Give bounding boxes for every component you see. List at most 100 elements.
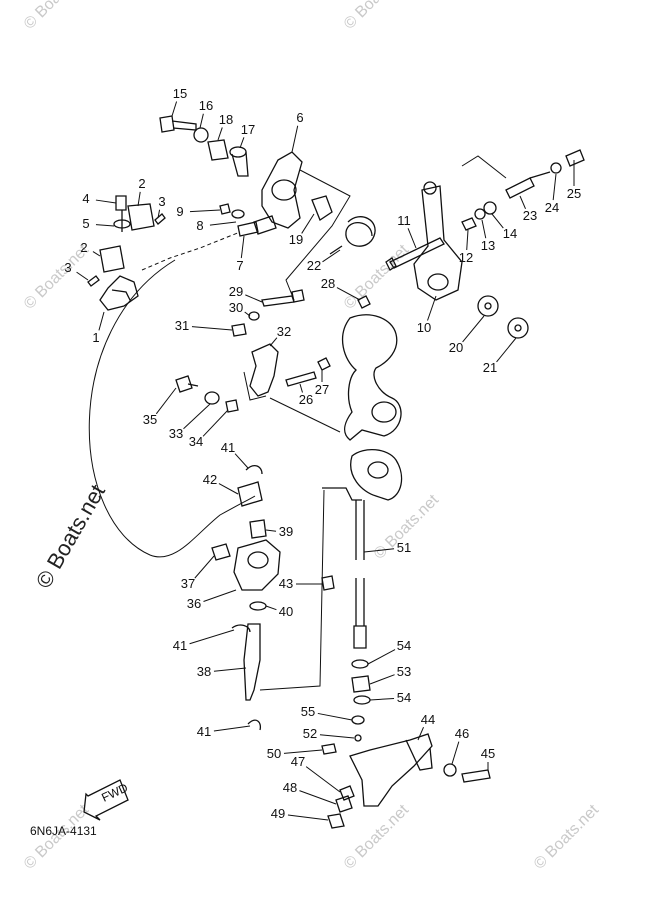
watermark: © Boats.net — [531, 801, 603, 873]
leader-line — [491, 213, 504, 229]
leader-line — [363, 548, 395, 553]
watermark: © Boats.net — [341, 241, 413, 313]
part-label-3: 3 — [158, 194, 165, 209]
leader-line — [287, 814, 329, 821]
part-label-35: 35 — [143, 412, 157, 427]
part-label-8: 8 — [196, 218, 203, 233]
leader-line — [519, 195, 526, 210]
leader-line — [194, 555, 215, 579]
leader-line — [481, 219, 487, 239]
leader-line — [95, 224, 115, 227]
leader-line — [269, 337, 278, 347]
leader-line — [451, 741, 460, 765]
leader-line — [265, 605, 277, 611]
leader-line — [239, 137, 245, 149]
part-label-11: 11 — [397, 213, 411, 228]
leader-line — [299, 383, 303, 393]
part-label-20: 20 — [449, 340, 463, 355]
leader-line — [95, 199, 117, 204]
part-label-17: 17 — [241, 122, 255, 137]
part-label-41: 41 — [221, 440, 235, 455]
part-label-54: 54 — [397, 690, 411, 705]
part-label-33: 33 — [169, 426, 183, 441]
part-label-37: 37 — [181, 576, 195, 591]
watermark: © Boats.net — [341, 0, 413, 33]
part-label-26: 26 — [299, 392, 313, 407]
part-label-46: 46 — [455, 726, 469, 741]
part-label-7: 7 — [236, 258, 243, 273]
part-label-29: 29 — [229, 284, 243, 299]
part-label-36: 36 — [187, 596, 201, 611]
part-label-19: 19 — [289, 232, 303, 247]
leader-line — [319, 734, 355, 739]
part-label-41: 41 — [173, 638, 187, 653]
part-label-31: 31 — [175, 318, 189, 333]
leader-line — [427, 295, 437, 321]
part-label-28: 28 — [321, 276, 335, 291]
part-label-1: 1 — [92, 330, 99, 345]
part-label-3: 3 — [64, 260, 71, 275]
part-label-13: 13 — [481, 238, 495, 253]
part-label-5: 5 — [82, 216, 89, 231]
leader-line — [240, 235, 245, 259]
part-label-45: 45 — [481, 746, 495, 761]
leader-line — [369, 674, 395, 685]
part-label-16: 16 — [199, 98, 213, 113]
part-label-10: 10 — [417, 320, 431, 335]
part-label-49: 49 — [271, 806, 285, 821]
part-label-2: 2 — [138, 176, 145, 191]
leader-line — [183, 403, 211, 430]
leader-line — [462, 315, 485, 343]
leader-line — [137, 191, 141, 207]
part-labels: 1 2 2 3 3 4 5 6 7 8 9 10 11 12 13 14 15 … — [64, 86, 581, 821]
part-label-12: 12 — [459, 250, 473, 265]
leader-line — [245, 294, 263, 303]
part-label-39: 39 — [279, 524, 293, 539]
leader-line — [199, 113, 204, 129]
part-label-21: 21 — [483, 360, 497, 375]
part-label-30: 30 — [229, 300, 243, 315]
part-label-50: 50 — [267, 746, 281, 761]
part-label-34: 34 — [189, 434, 203, 449]
leader-line — [322, 249, 341, 263]
watermark-large: © Boats.net — [31, 480, 110, 592]
part-label-40: 40 — [279, 604, 293, 619]
part-label-55: 55 — [301, 704, 315, 719]
part-label-47: 47 — [291, 754, 305, 769]
leader-lines — [76, 101, 575, 821]
leader-line — [283, 749, 323, 754]
leader-line — [417, 726, 424, 741]
leader-line — [407, 228, 417, 249]
part-label-38: 38 — [197, 664, 211, 679]
part-label-51: 51 — [397, 540, 411, 555]
part-label-48: 48 — [283, 780, 297, 795]
part-label-2: 2 — [80, 240, 87, 255]
leader-line — [209, 221, 237, 226]
leader-line — [203, 589, 237, 602]
part-label-22: 22 — [307, 258, 321, 273]
leader-line — [234, 453, 249, 469]
part-label-44: 44 — [421, 712, 435, 727]
watermark: © Boats.net — [21, 0, 93, 33]
part-label-52: 52 — [303, 726, 317, 741]
leader-line — [552, 173, 557, 201]
leader-line — [155, 387, 177, 415]
leader-line — [76, 271, 89, 281]
leader-line — [265, 529, 277, 532]
leader-line — [369, 697, 395, 701]
leader-line — [317, 712, 353, 721]
leader-line — [336, 287, 361, 301]
part-drawings — [87, 115, 585, 829]
leader-line — [305, 766, 341, 793]
leader-line — [217, 127, 223, 141]
leader-line — [157, 209, 161, 219]
part-label-4: 4 — [82, 191, 89, 206]
leader-line — [92, 251, 101, 257]
leader-line — [244, 311, 251, 317]
leader-line — [299, 790, 337, 805]
part-label-23: 23 — [523, 208, 537, 223]
watermark: © Boats.net — [341, 801, 413, 873]
part-label-9: 9 — [176, 204, 183, 219]
part-label-27: 27 — [315, 382, 329, 397]
leader-line — [466, 229, 469, 251]
